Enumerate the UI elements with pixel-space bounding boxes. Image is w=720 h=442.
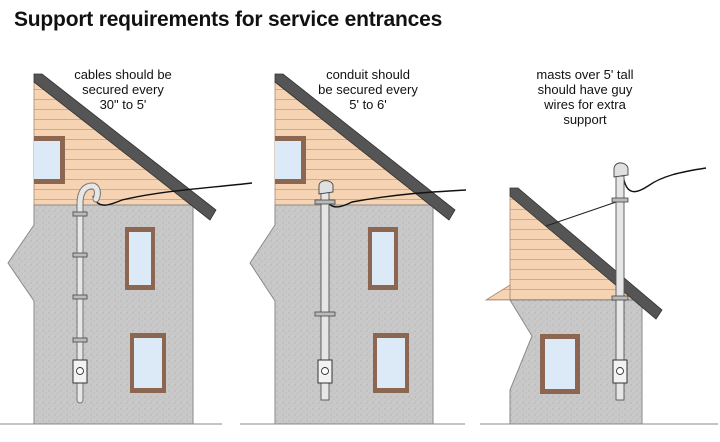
caption-line: secured every: [82, 82, 164, 97]
weatherhead: [318, 180, 334, 195]
cable-strap: [72, 252, 88, 258]
conduit-strap: [314, 199, 336, 205]
service-drop-wire: [92, 182, 253, 206]
cable-strap: [72, 211, 88, 217]
mast-strap: [611, 295, 629, 301]
caption-masts: masts over 5' tall should have guy wires…: [520, 67, 650, 127]
caption-line: 30" to 5': [99, 97, 147, 112]
caption-line: support: [563, 112, 607, 127]
house-mast: [480, 162, 718, 425]
page-title: Support requirements for service entranc…: [14, 8, 443, 31]
caption-line: conduit should: [326, 67, 410, 82]
caption-line: cables should be: [74, 67, 172, 82]
caption-line: be secured every: [318, 82, 418, 97]
cable-strap: [72, 337, 88, 343]
weatherhead: [613, 162, 629, 178]
caption-cables: cables should be secured every 30" to 5': [58, 67, 188, 112]
guy-wire: [545, 199, 623, 227]
cable-strap: [72, 294, 88, 300]
mast-strap: [611, 197, 629, 203]
roof: [33, 73, 217, 221]
service-drop-wire: [622, 167, 707, 193]
caption-line: 5' to 6': [349, 97, 387, 112]
siding-eave: [484, 284, 511, 301]
conduit-strap: [314, 311, 336, 317]
service-drop-wire: [324, 189, 467, 208]
house-conduit: [240, 73, 467, 425]
roof: [274, 73, 456, 221]
house-cables: [0, 73, 253, 425]
caption-line: masts over 5' tall: [536, 67, 634, 82]
caption-line: should have guy: [537, 82, 633, 97]
caption-line: wires for extra: [544, 97, 626, 112]
caption-conduit: conduit should be secured every 5' to 6': [303, 67, 433, 112]
